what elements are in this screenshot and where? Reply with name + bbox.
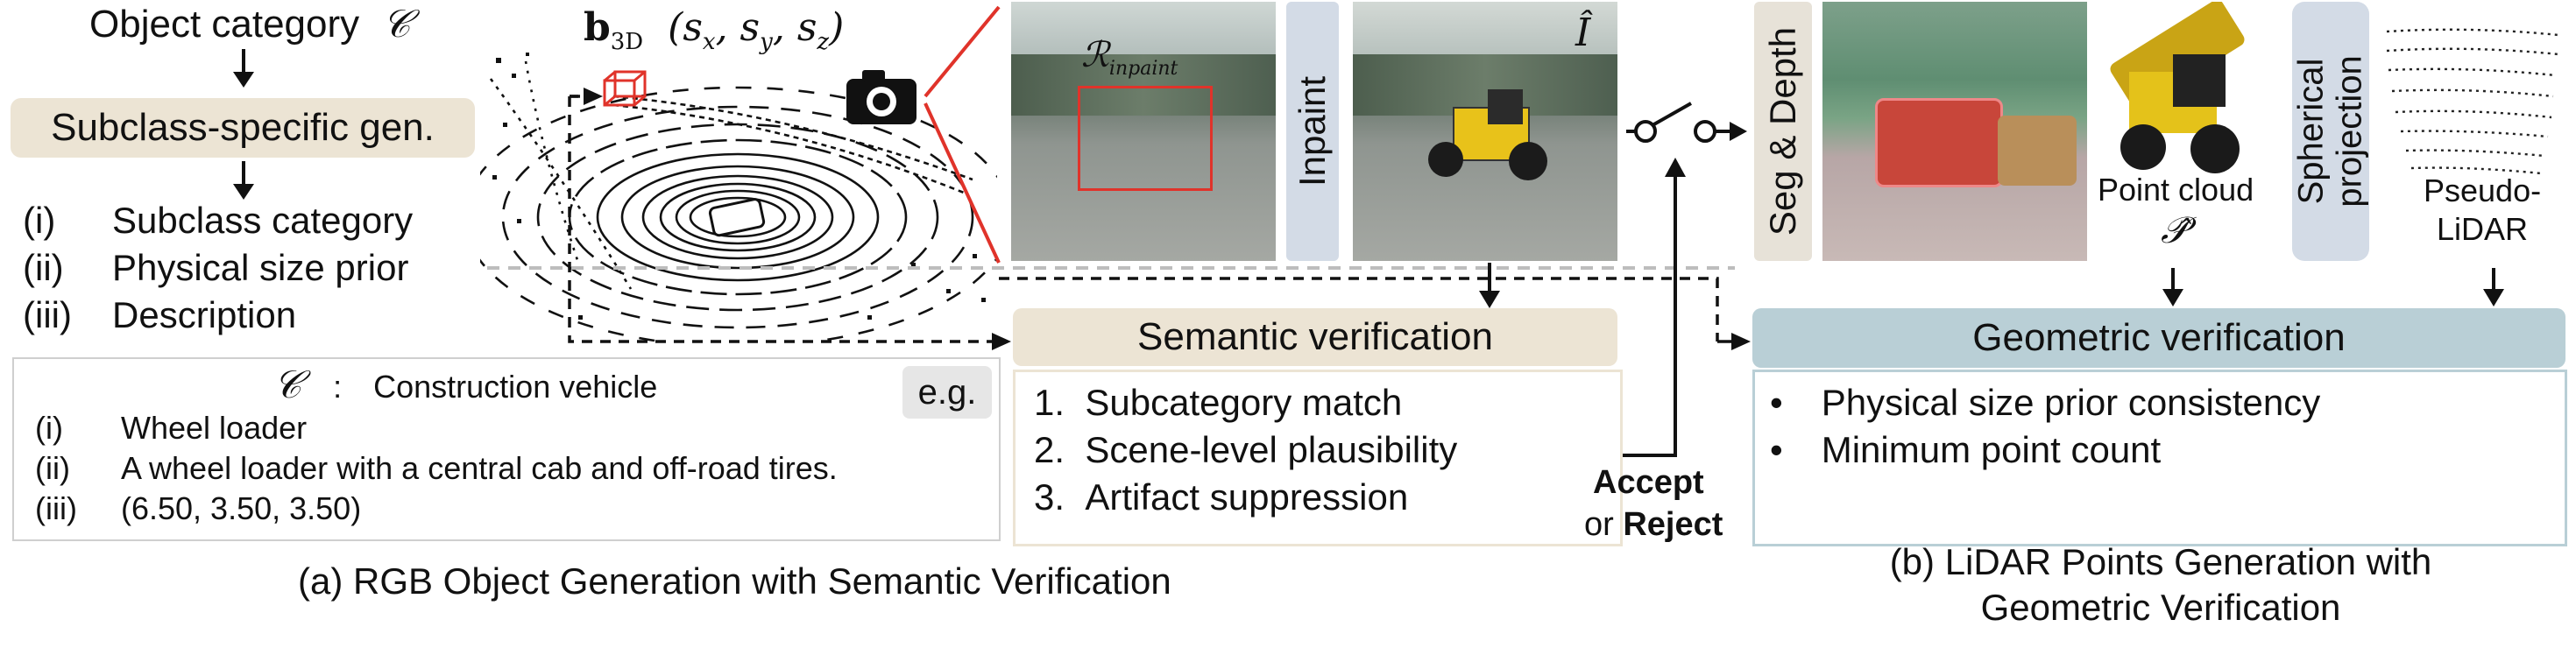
object-category-label: Object category 𝒞 (89, 2, 411, 46)
example-row-num: (iii) (35, 490, 77, 526)
point-cloud-symbol: 𝒫̂ (2161, 208, 2188, 251)
geometric-item: •Physical size prior consistency (1770, 382, 2321, 423)
pseudo-lidar-label: Pseudo- LiDAR (2424, 173, 2542, 247)
inpaint-label: Inpaint (1286, 2, 1339, 261)
or-reject-label: or Reject (1584, 506, 1723, 543)
example-row-num: (ii) (35, 450, 70, 486)
output-item-text: Subclass category (112, 200, 414, 241)
semantic-item: 2. Scene-level plausibility (1034, 429, 1458, 470)
semantic-verification-panel (1013, 370, 1623, 546)
caption-a: (a) RGB Object Generation with Semantic … (298, 560, 1171, 602)
inpaint-region-label: ℛinpaint (1081, 35, 1178, 80)
geometric-verification-header: Geometric verification (1752, 308, 2565, 368)
seg-depth-label: Seg & Depth (1754, 2, 1812, 261)
semantic-verification-header: Semantic verification (1013, 308, 1617, 366)
example-row-text: (6.50, 3.50, 3.50) (121, 490, 362, 526)
category-symbol: 𝒞 (382, 2, 411, 46)
geometric-verification-panel (1752, 370, 2567, 546)
bbox-3d-label: b3D (sx, sy, sz) (584, 5, 845, 55)
subclass-gen-box: Subclass-specific gen. (11, 98, 475, 158)
semantic-item: 3. Artifact suppression (1034, 476, 1409, 518)
camera-icon (846, 70, 916, 124)
wheel-loader-graphic (1428, 89, 1560, 182)
point-cloud-image (2094, 2, 2252, 177)
output-item-text: Description (112, 294, 297, 335)
spherical-projection-label: Spherical projection (2292, 2, 2369, 261)
output-item: (i) (23, 200, 56, 241)
result-image-symbol: Î (1575, 11, 1591, 55)
geometric-item: •Minimum point count (1770, 429, 2162, 470)
output-item: (ii) (23, 247, 64, 288)
example-row-text: Wheel loader (121, 410, 308, 446)
original-scene-image: ℛinpaint (1011, 2, 1276, 261)
example-box (12, 357, 1001, 541)
eg-tag: e.g. (902, 366, 992, 419)
inpainted-scene-image: Î (1353, 2, 1617, 261)
example-category-line: 𝒞 : Construction vehicle (273, 363, 658, 407)
point-cloud-label: Point cloud (2098, 172, 2254, 208)
caption-b: (b) LiDAR Points Generation with Geometr… (1889, 541, 2432, 628)
semantic-item: 1. Subcategory match (1034, 382, 1403, 423)
output-item: (iii) (23, 294, 72, 335)
segmented-scene-image (1822, 2, 2087, 261)
example-row-num: (i) (35, 410, 63, 446)
accept-label: Accept (1593, 464, 1704, 501)
example-row-text: A wheel loader with a central cab and of… (121, 450, 838, 486)
output-item-text: Physical size prior (112, 247, 409, 288)
